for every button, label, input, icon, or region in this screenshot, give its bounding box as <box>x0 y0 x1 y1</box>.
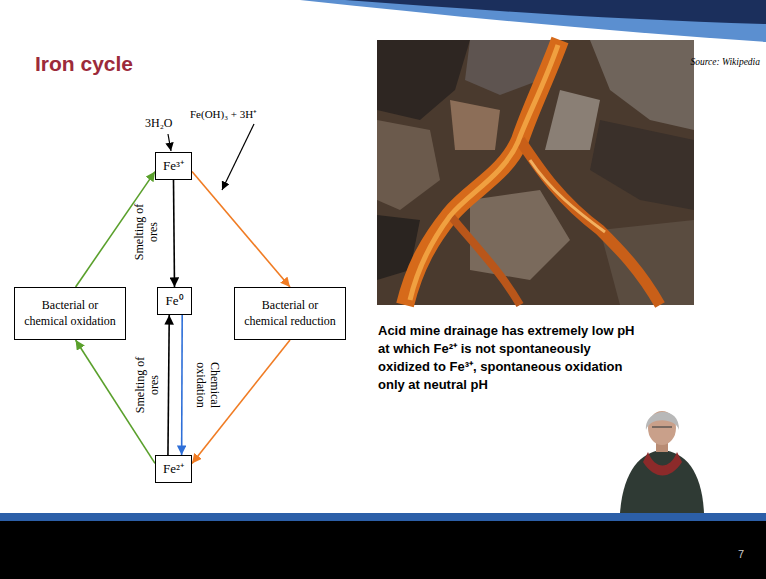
water-arrow <box>168 134 171 151</box>
iron-species-box: Fe⁰ <box>157 287 192 315</box>
cycle-arrow <box>174 180 175 287</box>
cycle-arrow <box>192 340 290 463</box>
footer-band-blue <box>0 513 766 521</box>
arrow-label: Chemical oxidation <box>193 350 221 420</box>
iron-species-box: Fe³⁺ <box>155 152 192 180</box>
note-text: Acid mine drainage has extremely low pH … <box>378 322 640 394</box>
node-text: Bacterial or chemical oxidation <box>19 298 121 329</box>
hydroxide-arrow <box>222 124 254 190</box>
cycle-arrow <box>168 315 169 455</box>
iron-species-box: Fe²⁺ <box>155 455 192 483</box>
arrow-label: Smelting of ores <box>133 201 161 263</box>
cycle-arrow <box>192 172 290 287</box>
node-text: Fe²⁺ <box>163 461 184 478</box>
mine-photo <box>377 40 694 305</box>
process-box: Bacterial or chemical oxidation <box>14 287 126 340</box>
cycle-arrow <box>181 315 183 455</box>
presenter-figure <box>620 411 704 513</box>
node-text: Bacterial or chemical reduction <box>239 298 341 329</box>
footer-band-black <box>0 521 766 579</box>
node-text: Fe⁰ <box>166 293 184 310</box>
product-label: Fe(OH)₃ + 3H⁺ <box>190 106 257 121</box>
process-box: Bacterial or chemical reduction <box>234 287 346 340</box>
node-text: Fe³⁺ <box>163 158 184 175</box>
arrow-label: Smelting of ores <box>134 354 162 416</box>
header-band-dark <box>345 0 766 24</box>
header-band-light <box>300 0 766 42</box>
page-number: 7 <box>738 548 744 560</box>
source-note: Source: Wikipedia <box>690 57 760 67</box>
reactant-label: 3H₂O <box>145 116 173 131</box>
slide-title: Iron cycle <box>35 52 133 76</box>
